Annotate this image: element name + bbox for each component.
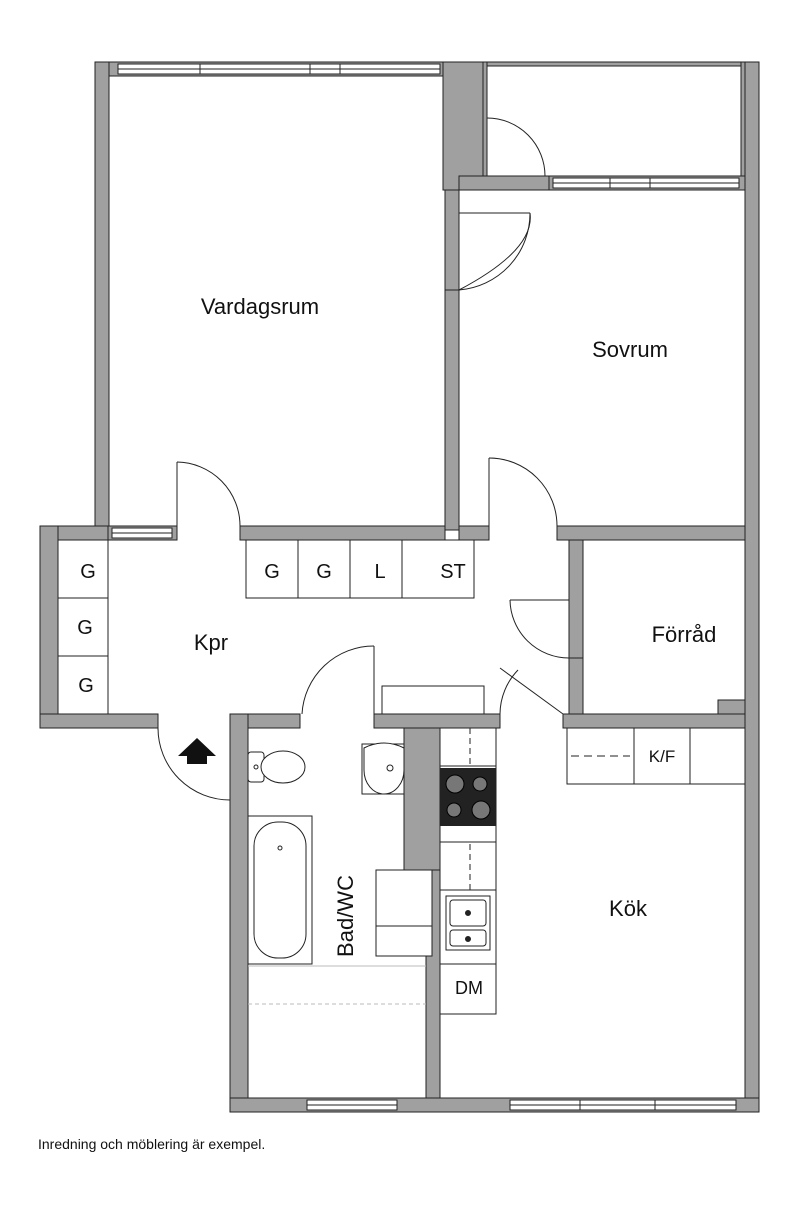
- door-swing-icon: [488, 457, 558, 527]
- balcony-left: [482, 61, 488, 179]
- wall-living-bottom: [239, 525, 446, 541]
- wall-bed-bottom-a: [458, 525, 490, 541]
- closet-label: G: [316, 561, 332, 583]
- wall-kitchen-top: [562, 713, 746, 729]
- fridge-freezer-label: K/F: [649, 747, 675, 766]
- door-swing-icon: [458, 212, 531, 291]
- window-icon: [117, 63, 441, 75]
- closet-label: G: [80, 561, 96, 583]
- room-label-forrad: Förråd: [652, 622, 717, 647]
- window-icon: [552, 177, 740, 189]
- door-swing-icon: [486, 117, 546, 177]
- wall-living-bed-upper: [444, 189, 460, 291]
- stove-icon: [440, 768, 496, 826]
- wall-forrad-left-upper: [568, 539, 584, 659]
- wall-left-living: [94, 61, 110, 541]
- windows: [111, 63, 740, 1111]
- door-swing-icon: [157, 727, 231, 801]
- fridge-freezer: [566, 727, 746, 785]
- wall-forrad-notch: [717, 699, 746, 715]
- closet-label: L: [374, 561, 385, 583]
- closet-label: G: [264, 561, 280, 583]
- toilet-icon: [247, 750, 306, 784]
- bathtub-icon: [247, 815, 313, 965]
- door-swing-icon: [509, 599, 570, 659]
- wall-living-bed-lower: [444, 289, 460, 531]
- room-label-kok: Kök: [609, 896, 648, 921]
- window-icon: [111, 527, 173, 539]
- kitchen-sink-icon: [445, 895, 491, 951]
- entrance-arrow-icon: [178, 738, 216, 764]
- window-icon: [509, 1099, 737, 1111]
- wall-bath-top-b: [373, 713, 501, 729]
- wall-right: [744, 61, 760, 1113]
- door-swing-icon: [176, 461, 241, 527]
- doors: [157, 117, 570, 801]
- closet-label: ST: [440, 561, 466, 583]
- balcony-top: [482, 61, 746, 67]
- closet-label: G: [78, 675, 94, 697]
- closets: [57, 539, 485, 715]
- wall-bed-bottom-b: [556, 525, 746, 541]
- wall-bath-kitchen-upper: [403, 727, 441, 871]
- wall-hall-bottom-left: [39, 713, 159, 729]
- room-label-bad: Bad/WC: [333, 875, 358, 957]
- door-swing-icon: [301, 645, 375, 715]
- sink-icon: [361, 742, 405, 795]
- room-label-vardagsrum: Vardagsrum: [201, 294, 319, 319]
- dishwasher-label: DM: [455, 978, 483, 998]
- room-label-sovrum: Sovrum: [592, 337, 668, 362]
- room-label-kpr: Kpr: [194, 630, 228, 655]
- wall-forrad-left-lower: [568, 657, 584, 719]
- window-icon: [306, 1099, 398, 1111]
- footer-note: Inredning och möblering är exempel.: [38, 1136, 266, 1152]
- wall-hall-left: [39, 525, 59, 729]
- bath-cabinet: [375, 869, 433, 957]
- walls: [39, 61, 760, 1113]
- wall-balcony-bed-a: [458, 175, 550, 191]
- wall-bath-left: [229, 713, 249, 1113]
- door-swing-icon: [499, 667, 564, 715]
- wall-pillar: [442, 61, 484, 191]
- closet-label: G: [77, 617, 93, 639]
